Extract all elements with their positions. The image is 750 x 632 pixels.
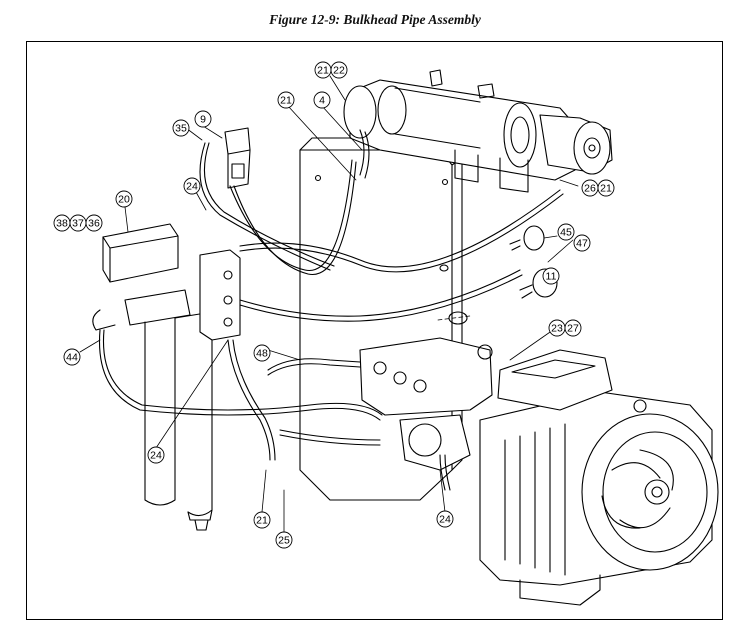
callout-25: 25: [278, 535, 290, 547]
callout-48: 48: [256, 348, 268, 360]
callout-21-bottom: 21: [256, 515, 268, 527]
callout-24-bottom: 24: [439, 514, 451, 526]
electric-motor: [479, 349, 719, 606]
figure-caption: Figure 12-9: Bulkhead Pipe Assembly: [269, 12, 481, 27]
callout-37: 37: [72, 218, 84, 230]
callout-23: 23: [551, 323, 563, 335]
callout-38: 38: [56, 218, 68, 230]
callout-45: 45: [560, 227, 572, 239]
callout-44: 44: [66, 352, 78, 364]
small-filter: [224, 127, 251, 189]
callout-11: 11: [546, 271, 557, 283]
valve-block: [199, 249, 241, 341]
callout-4: 4: [319, 95, 325, 107]
callout-20: 20: [118, 194, 130, 206]
callout-21-top: 21: [317, 65, 329, 77]
pump-manifold: [359, 337, 493, 471]
leader-lines: [79, 75, 579, 533]
callout-24-left: 24: [150, 450, 162, 462]
callout-9: 9: [200, 114, 206, 126]
hoses: [98, 129, 564, 491]
callout-22: 22: [333, 65, 345, 77]
callout-47: 47: [576, 238, 588, 250]
callout-26: 26: [584, 183, 596, 195]
callout-35: 35: [175, 123, 187, 135]
callout-24-upper: 24: [186, 181, 198, 193]
callout-21-right: 21: [600, 183, 612, 195]
figure-frame: [26, 41, 723, 620]
gauge-45: [509, 225, 545, 251]
callout-27: 27: [567, 323, 579, 335]
filter-housing: [92, 223, 213, 531]
callout-36: 36: [88, 218, 100, 230]
top-pipe-assembly: [343, 69, 613, 193]
callout-21-hose: 21: [280, 95, 292, 107]
callout-circles: [53, 61, 615, 549]
